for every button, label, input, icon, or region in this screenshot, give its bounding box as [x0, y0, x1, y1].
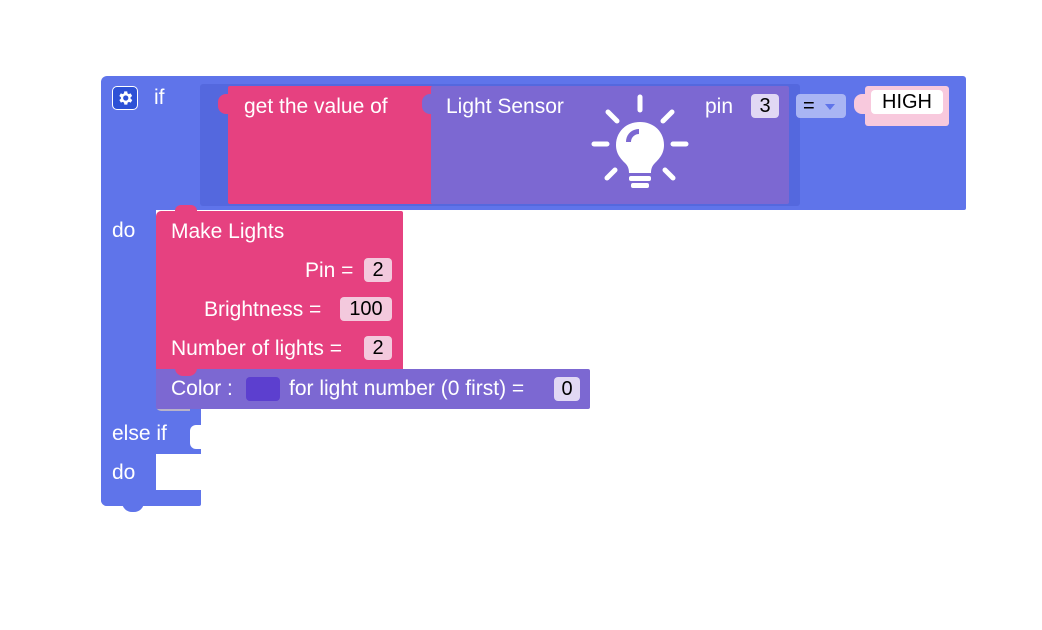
get-value-block[interactable] [228, 86, 433, 204]
else-if-input-socket[interactable] [190, 425, 201, 449]
light-sensor-label: Light Sensor [446, 95, 564, 118]
get-value-label: get the value of [244, 95, 388, 118]
high-text-output-tab [854, 94, 868, 114]
color-label: Color : [171, 377, 233, 400]
make-lights-prev-tab [175, 205, 197, 215]
if-block-spine[interactable] [101, 200, 156, 506]
make-lights-block[interactable] [156, 211, 403, 371]
color-block[interactable] [156, 369, 590, 409]
do-label: do [112, 219, 136, 242]
do2-label: do [112, 461, 136, 484]
get-value-output-tab [218, 94, 232, 114]
if-block-else-if-row[interactable] [101, 420, 201, 454]
light-index-field[interactable]: 0 [554, 377, 580, 401]
empty-do-socket[interactable] [156, 454, 201, 490]
operator-label: = [803, 95, 815, 117]
number-of-lights-field[interactable]: 2 [364, 336, 392, 360]
brightness-field[interactable]: 100 [340, 297, 392, 321]
if-block-next-tab [122, 500, 144, 512]
make-lights-pin-label: Pin = [305, 259, 354, 282]
if-block-bottom-bar[interactable] [101, 490, 201, 506]
light-sensor-output-tab [422, 94, 434, 114]
if-label: if [154, 86, 165, 109]
brightness-label: Brightness = [204, 298, 322, 321]
number-of-lights-label: Number of lights = [171, 337, 342, 360]
color-swatch[interactable] [246, 377, 280, 401]
mutator-gear-button[interactable] [112, 86, 138, 110]
sensor-pin-label: pin [705, 95, 734, 118]
make-lights-next-tab [175, 368, 197, 376]
make-lights-title: Make Lights [171, 220, 285, 243]
high-value-field[interactable]: HIGH [871, 90, 943, 114]
make-lights-pin-field[interactable]: 2 [364, 258, 392, 282]
sensor-pin-field[interactable]: 3 [751, 94, 779, 118]
operator-dropdown[interactable]: = [796, 94, 846, 118]
light-sensor-block[interactable] [431, 86, 789, 204]
chevron-down-icon [825, 104, 835, 110]
lightbulb-icon [591, 94, 689, 188]
else-if-label: else if [112, 422, 167, 445]
for-light-number-label: for light number (0 first) = [289, 377, 525, 400]
gear-icon [119, 91, 133, 105]
